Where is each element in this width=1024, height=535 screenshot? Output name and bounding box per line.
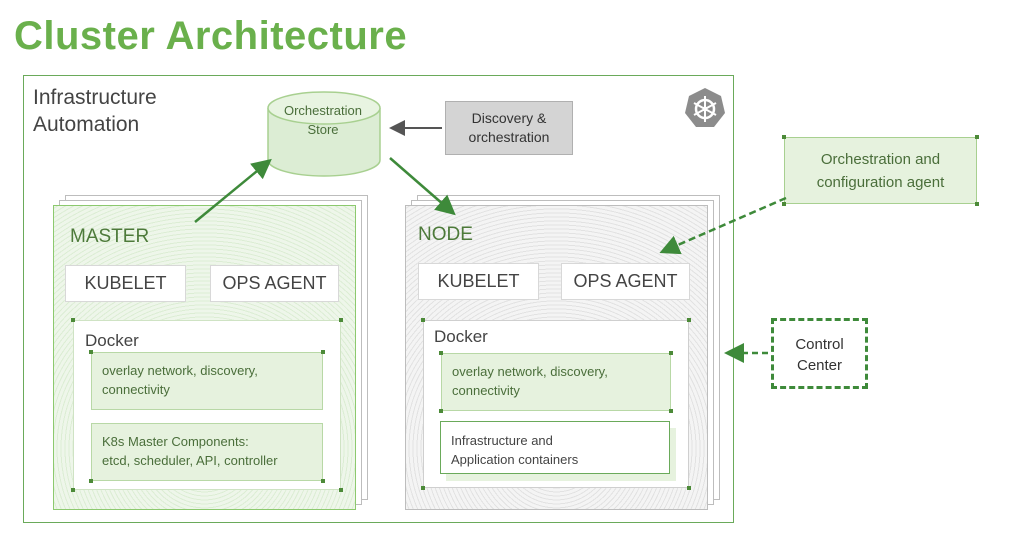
handle-dot	[89, 350, 93, 354]
agent-callout-line1: Orchestration and	[820, 151, 941, 168]
handle-dot	[421, 318, 425, 322]
agent-callout-line2: configuration agent	[816, 174, 945, 191]
node-box1-line2: connectivity	[452, 383, 520, 398]
callout-handle	[782, 135, 786, 139]
master-label: MASTER	[70, 226, 150, 247]
callout-handle	[975, 135, 979, 139]
control-center-box: Control Center	[771, 318, 868, 389]
orchestration-store-cylinder	[267, 91, 381, 177]
frame-label-line1: Infrastructure	[33, 86, 157, 109]
discovery-line2: orchestration	[468, 129, 550, 145]
handle-dot	[321, 350, 325, 354]
node-box1-line1: overlay network, discovery,	[452, 364, 608, 379]
master-docker-label: Docker	[85, 331, 139, 350]
orchestration-store-label: Orchestration Store	[268, 101, 378, 139]
frame-label-line2: Automation	[33, 113, 140, 136]
handle-dot	[321, 479, 325, 483]
orchestration-agent-callout: Orchestration and configuration agent	[784, 137, 977, 204]
frame-label: Infrastructure Automation	[33, 84, 157, 138]
node-overlay-network-box: overlay network, discovery, connectivity	[441, 353, 671, 411]
handle-dot	[669, 351, 673, 355]
control-center-line2: Center	[796, 357, 843, 374]
master-box1-line1: overlay network, discovery,	[102, 363, 258, 378]
callout-handle	[782, 202, 786, 206]
node-containers-box: Infrastructure and Application container…	[440, 421, 670, 474]
handle-dot	[669, 409, 673, 413]
handle-dot	[89, 479, 93, 483]
master-kubelet-box: KUBELET	[65, 265, 186, 302]
discovery-line1: Discovery &	[471, 110, 547, 126]
master-box2-line2: etcd, scheduler, API, controller	[102, 453, 278, 468]
handle-dot	[687, 318, 691, 322]
node-box2-line2: Application containers	[451, 452, 579, 467]
store-line2: Store	[307, 122, 339, 137]
page-title: Cluster Architecture	[14, 14, 408, 58]
agent-to-ops-arrow	[659, 196, 787, 255]
discovery-orchestration-box: Discovery & orchestration	[445, 101, 573, 155]
node-kubelet-box: KUBELET	[418, 263, 539, 300]
control-center-line1: Control	[795, 336, 844, 353]
kubernetes-logo-icon	[683, 86, 727, 130]
node-box2-line1: Infrastructure and	[451, 433, 553, 448]
master-ops-agent-box: OPS AGENT	[210, 265, 339, 302]
handle-dot	[439, 351, 443, 355]
callout-handle	[975, 202, 979, 206]
node-ops-agent-box: OPS AGENT	[561, 263, 690, 300]
handle-dot	[71, 318, 75, 322]
handle-dot	[339, 318, 343, 322]
master-k8s-components-box: K8s Master Components: etcd, scheduler, …	[91, 423, 323, 481]
handle-dot	[339, 488, 343, 492]
store-line1: Orchestration	[283, 103, 363, 118]
master-to-store-arrow	[194, 158, 272, 223]
node-label: NODE	[418, 224, 473, 245]
handle-dot	[439, 409, 443, 413]
handle-dot	[71, 488, 75, 492]
handle-dot	[421, 486, 425, 490]
master-overlay-network-box: overlay network, discovery, connectivity	[91, 352, 323, 410]
master-box1-line2: connectivity	[102, 382, 170, 397]
node-docker-label: Docker	[434, 327, 488, 346]
handle-dot	[687, 486, 691, 490]
master-box2-line1: K8s Master Components:	[102, 434, 249, 449]
store-to-node-arrow	[389, 157, 456, 216]
infrastructure-automation-frame	[23, 75, 734, 523]
